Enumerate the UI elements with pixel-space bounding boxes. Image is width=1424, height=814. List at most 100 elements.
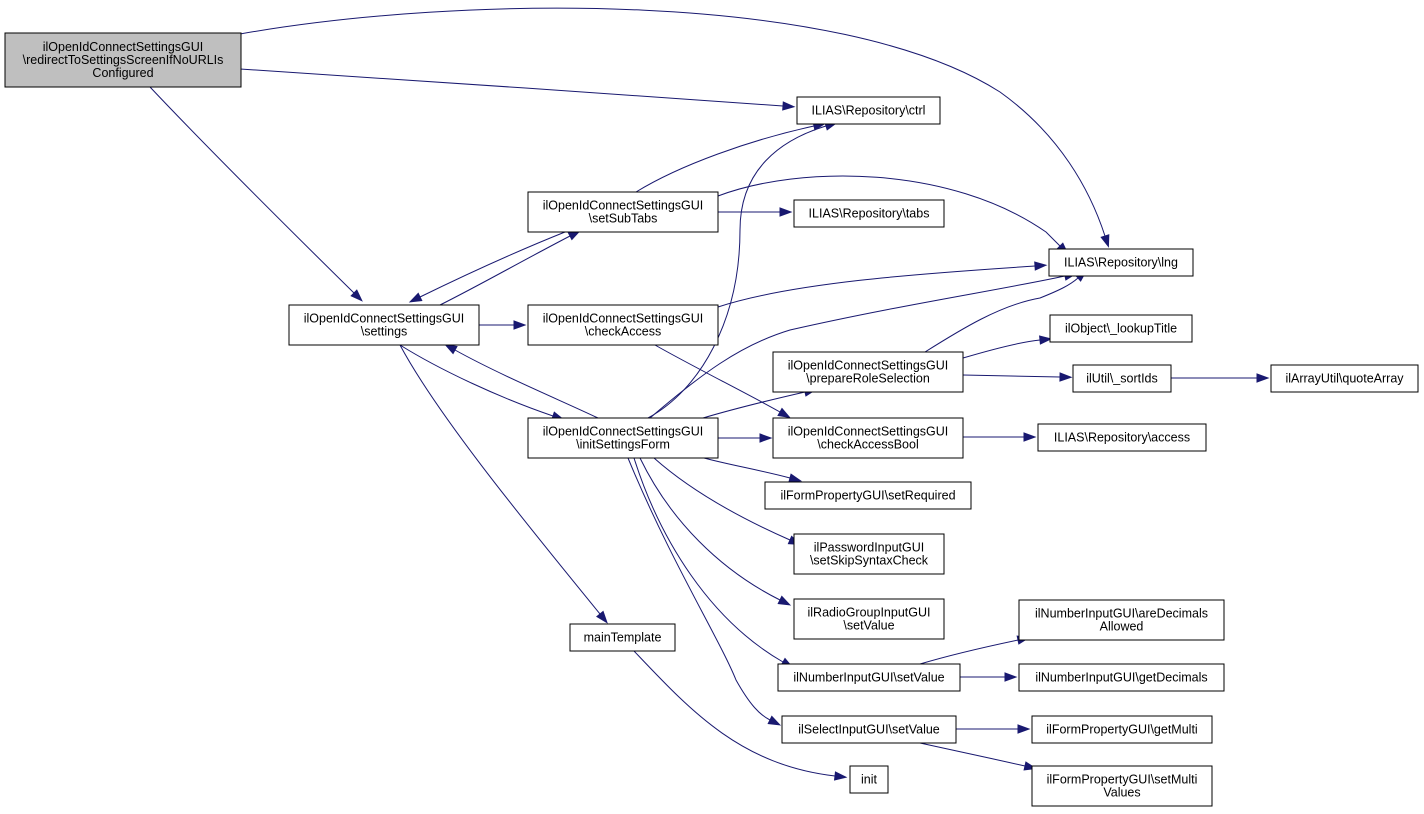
edge-line <box>399 344 601 615</box>
node-box <box>4 32 242 88</box>
edge-prepare-to-lookup <box>962 335 1053 359</box>
node-label-line: Configured <box>92 66 153 80</box>
arrowhead <box>408 292 423 303</box>
node-box <box>793 598 945 640</box>
node-getmulti[interactable]: ilFormPropertyGUI\getMulti <box>1031 715 1213 744</box>
node-getdec[interactable]: ilNumberInputGUI\getDecimals <box>1018 663 1225 692</box>
edge-line <box>149 86 355 294</box>
edge-selset-to-getmulti <box>956 724 1031 734</box>
edge-init-to-settings <box>444 343 599 419</box>
node-label-line: \setValue <box>843 619 894 633</box>
node-box <box>288 304 480 346</box>
nodes-layer: ilOpenIdConnectSettingsGUI\redirectToSet… <box>4 32 1419 807</box>
node-prepare[interactable]: ilOpenIdConnectSettingsGUI\prepareRoleSe… <box>772 351 964 393</box>
node-selset[interactable]: ilSelectInputGUI\setValue <box>781 715 957 744</box>
node-label-line: ilOpenIdConnectSettingsGUI <box>788 425 949 439</box>
arrowhead <box>777 595 792 606</box>
node-ctrl[interactable]: ILIAS\Repository\ctrl <box>796 96 941 125</box>
edge-line <box>962 374 1061 378</box>
node-box <box>781 715 957 744</box>
edge-root-to-ctrl <box>239 68 796 111</box>
arrowhead <box>1034 261 1048 271</box>
node-setsub[interactable]: ilOpenIdConnectSettingsGUI\setSubTabs <box>527 191 719 233</box>
edge-line <box>633 457 784 663</box>
node-checkbool[interactable]: ilOpenIdConnectSettingsGUI\checkAccessBo… <box>772 417 964 459</box>
node-label-line: ilFormPropertyGUI\setMulti <box>1047 773 1198 787</box>
node-box <box>1031 715 1213 744</box>
edge-init-to-setreq <box>703 457 803 483</box>
node-settings[interactable]: ilOpenIdConnectSettingsGUI\settings <box>288 304 480 346</box>
node-box <box>1031 765 1213 807</box>
node-label-line: ilArrayUtil\quoteArray <box>1285 372 1404 386</box>
edge-init-to-selset <box>627 457 782 726</box>
edge-line <box>919 639 1019 665</box>
edge-line <box>653 457 791 541</box>
node-label-line: ilNumberInputGUI\getDecimals <box>1035 671 1207 685</box>
node-label-line: Values <box>1103 786 1140 800</box>
node-label-line: ilObject\_lookupTitle <box>1065 322 1177 336</box>
node-box <box>772 351 964 393</box>
node-label-line: \setSkipSyntaxCheck <box>810 554 929 568</box>
node-box <box>1072 364 1172 393</box>
node-sortids[interactable]: ilUtil\_sortIds <box>1072 364 1172 393</box>
arrowhead <box>833 771 848 781</box>
node-maintpl[interactable]: mainTemplate <box>569 623 676 652</box>
node-box <box>796 96 941 125</box>
node-box <box>849 765 889 794</box>
arrowhead <box>444 343 458 355</box>
arrowhead <box>1023 432 1037 442</box>
arrowhead <box>350 289 363 302</box>
node-quote[interactable]: ilArrayUtil\quoteArray <box>1270 364 1419 393</box>
node-label-line: \initSettingsForm <box>576 438 670 452</box>
node-setreq[interactable]: ilFormPropertyGUI\setRequired <box>764 481 972 510</box>
node-box <box>569 623 676 652</box>
node-tabs[interactable]: ILIAS\Repository\tabs <box>793 199 945 228</box>
node-lookup[interactable]: ilObject\_lookupTitle <box>1049 314 1193 343</box>
edge-init-to-checkbool <box>718 433 773 443</box>
node-label-line: ilOpenIdConnectSettingsGUI <box>543 199 704 213</box>
node-box <box>772 417 964 459</box>
edge-line <box>639 457 781 601</box>
node-label-line: Allowed <box>1100 620 1144 634</box>
node-label-line: ILIAS\Repository\ctrl <box>812 104 926 118</box>
edge-checkbool-to-access <box>963 432 1037 442</box>
arrowhead <box>767 715 782 726</box>
edge-line <box>627 457 771 721</box>
node-label-line: ilOpenIdConnectSettingsGUI <box>304 312 465 326</box>
edge-line <box>919 742 1026 767</box>
node-numset[interactable]: ilNumberInputGUI\setValue <box>777 663 961 692</box>
node-access[interactable]: ILIAS\Repository\access <box>1037 423 1207 452</box>
arrowhead <box>596 610 608 624</box>
node-label-line: ilOpenIdConnectSettingsGUI <box>543 312 704 326</box>
node-box <box>1037 423 1207 452</box>
node-label-line: ilNumberInputGUI\setValue <box>793 671 944 685</box>
edge-line <box>419 231 566 298</box>
edge-line <box>439 235 571 306</box>
edge-root-to-lng <box>239 7 1110 248</box>
node-label-line: \prepareRoleSelection <box>806 372 930 386</box>
arrowhead <box>1017 724 1031 734</box>
node-lng[interactable]: ILIAS\Repository\lng <box>1048 248 1194 277</box>
node-pwd[interactable]: ilPasswordInputGUI\setSkipSyntaxCheck <box>793 533 945 575</box>
node-init[interactable]: ilOpenIdConnectSettingsGUI\initSettingsF… <box>527 417 719 459</box>
arrowhead <box>779 207 793 217</box>
node-radio[interactable]: ilRadioGroupInputGUI\setValue <box>793 598 945 640</box>
node-initfn[interactable]: init <box>849 765 889 794</box>
arrowhead <box>1100 234 1110 248</box>
edge-setsub-to-ctrl <box>635 121 827 193</box>
edge-line <box>962 339 1041 359</box>
node-label-line: ilOpenIdConnectSettingsGUI <box>788 359 949 373</box>
edge-line <box>647 125 827 419</box>
node-root[interactable]: ilOpenIdConnectSettingsGUI\redirectToSet… <box>4 32 242 88</box>
node-label-line: ILIAS\Repository\tabs <box>809 207 930 221</box>
node-label-line: \setSubTabs <box>589 212 658 226</box>
arrowhead <box>782 101 796 111</box>
edge-line <box>924 277 1079 353</box>
arrowhead <box>788 473 803 483</box>
edge-settings-to-maintpl <box>399 344 608 624</box>
node-checkacc[interactable]: ilOpenIdConnectSettingsGUI\checkAccess <box>527 304 719 346</box>
node-box <box>1049 314 1193 343</box>
